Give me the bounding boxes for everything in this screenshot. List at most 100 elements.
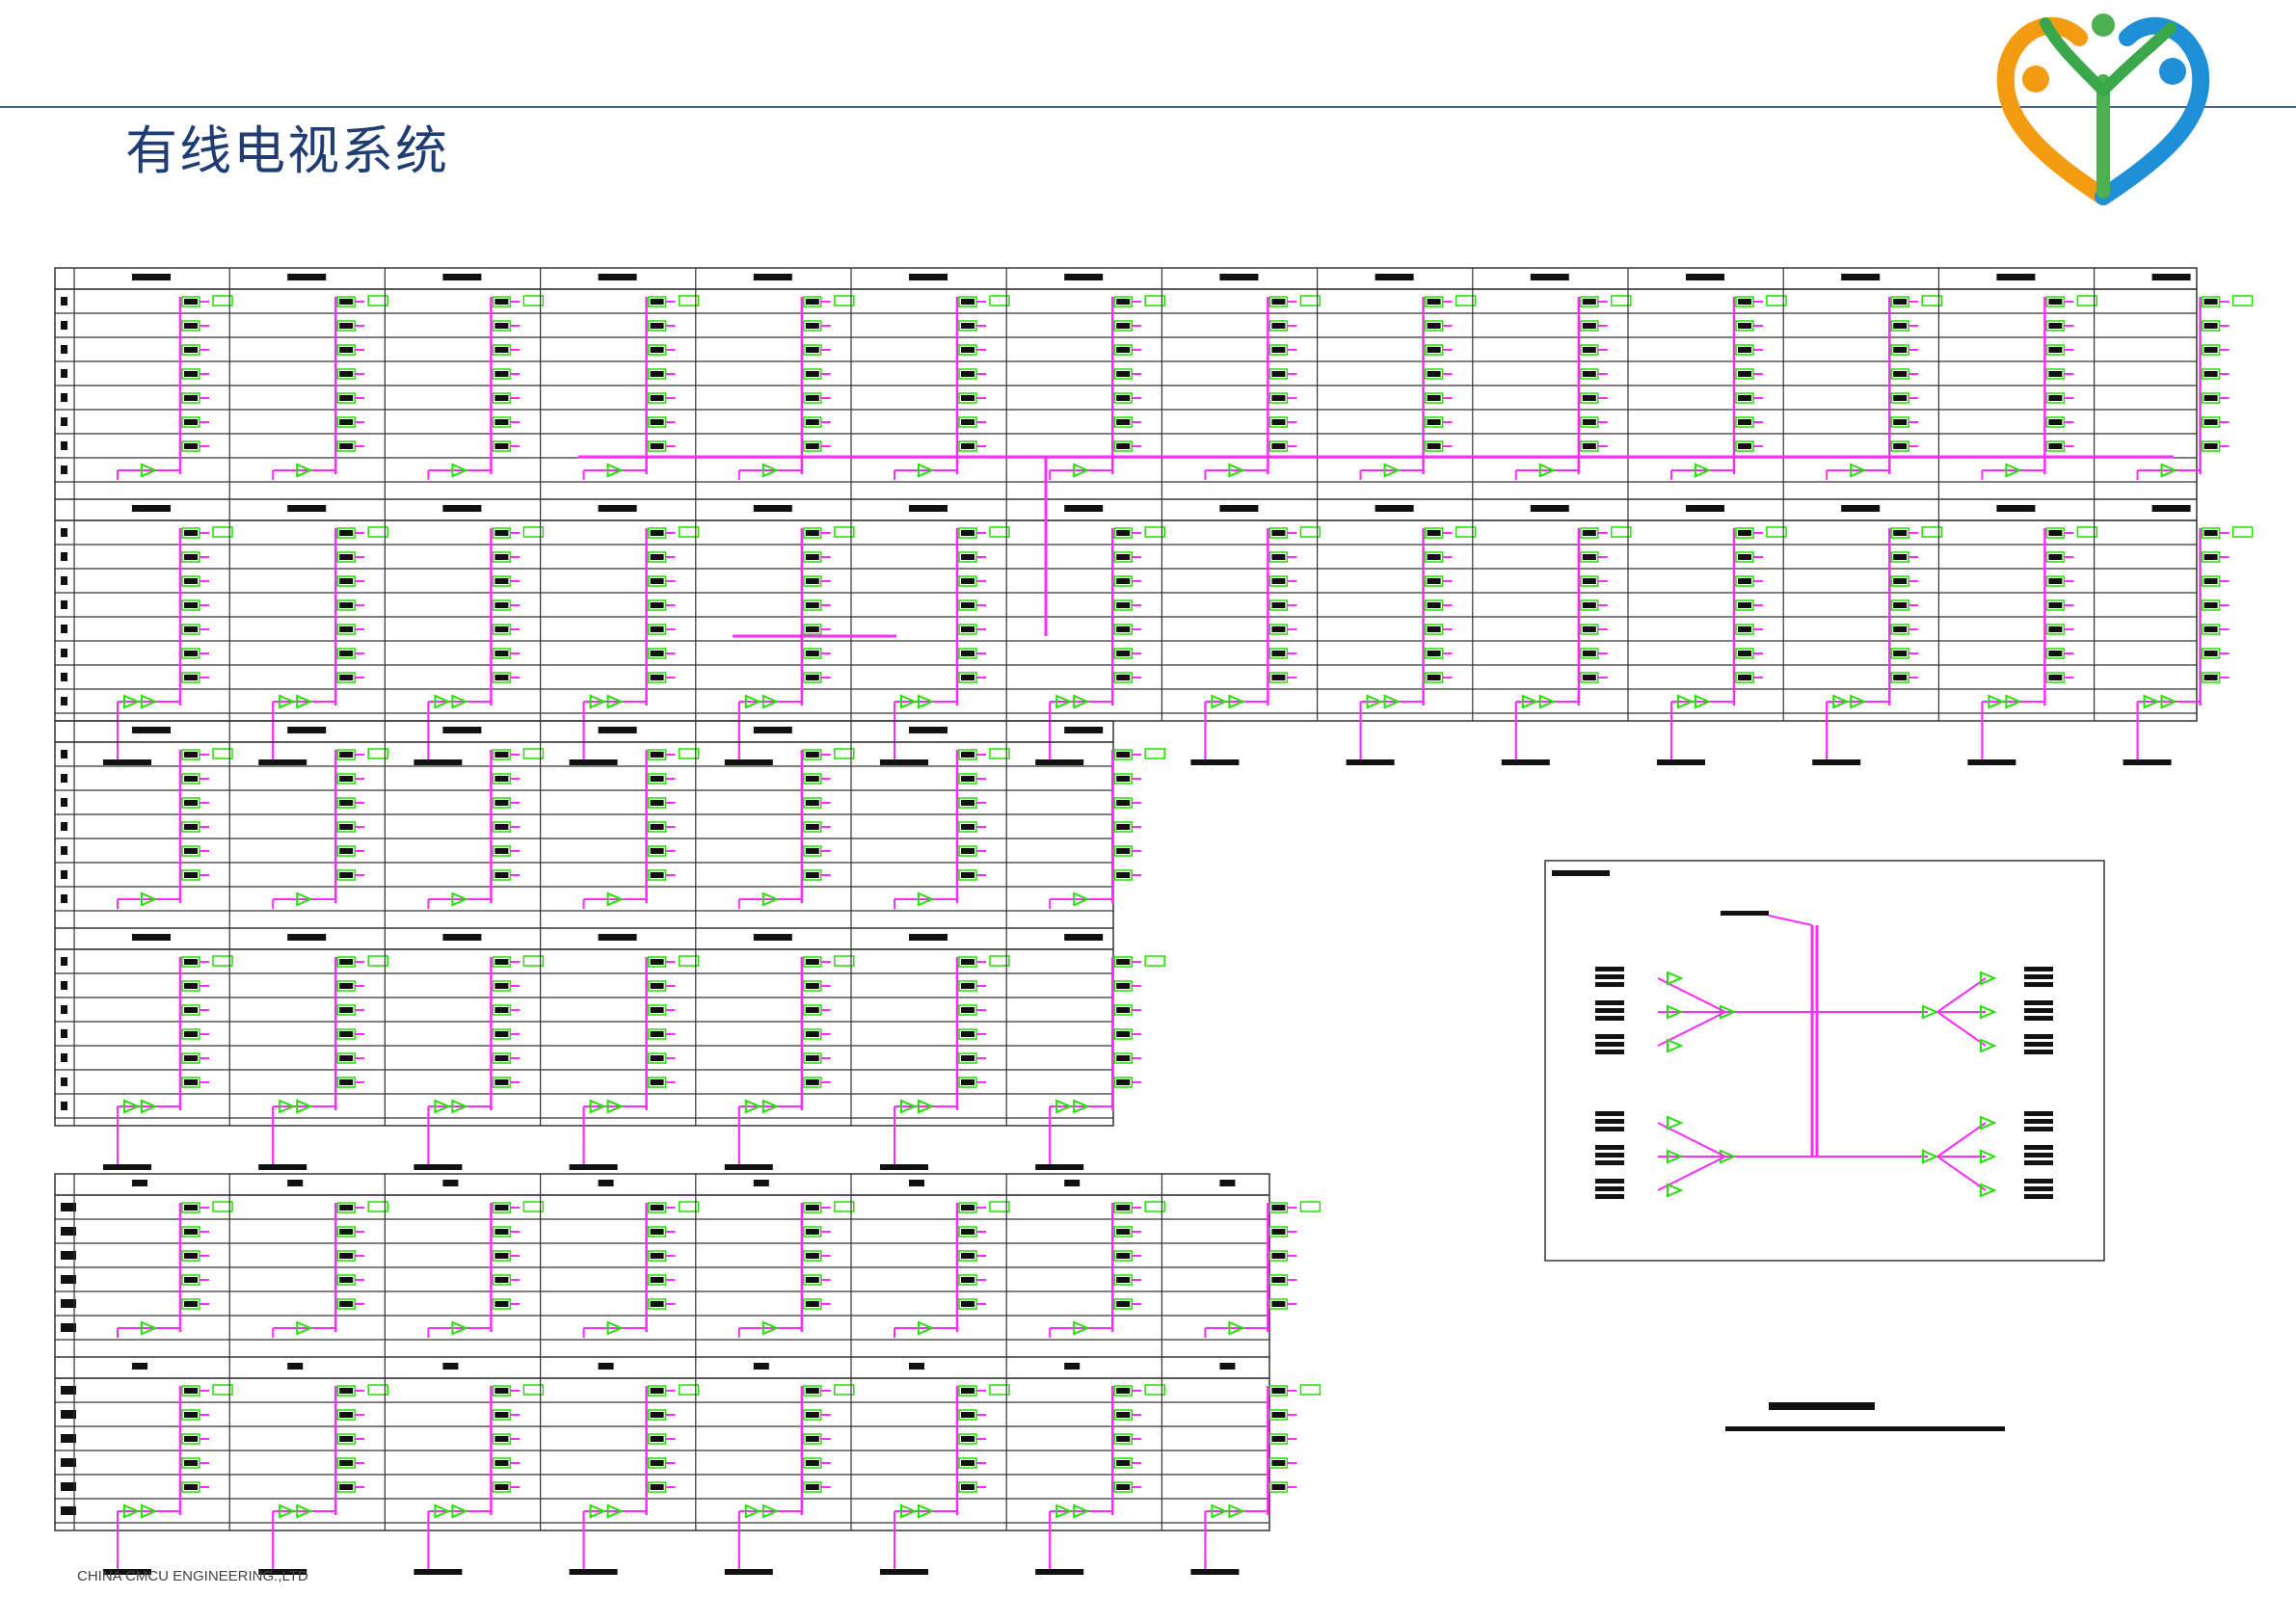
unit-label bbox=[1064, 727, 1104, 733]
floor-label bbox=[61, 649, 67, 657]
tap-body bbox=[1582, 602, 1596, 608]
tap-body bbox=[650, 347, 664, 353]
amplifier-symbol bbox=[434, 1503, 451, 1519]
terminator-symbol bbox=[1921, 526, 1942, 538]
floor-label bbox=[61, 798, 67, 807]
tap-body bbox=[2048, 395, 2063, 401]
tap-body bbox=[494, 651, 509, 656]
panel-outlet bbox=[2024, 1179, 2053, 1184]
amplifier-symbol bbox=[589, 694, 607, 709]
tap-body bbox=[1582, 554, 1596, 560]
amplifier-symbol bbox=[279, 1503, 296, 1519]
tap-body bbox=[1893, 651, 1908, 656]
tap-body bbox=[805, 443, 819, 449]
tap-body bbox=[2203, 578, 2218, 584]
tap-body bbox=[650, 651, 664, 656]
tap-body bbox=[339, 419, 354, 425]
tap-body bbox=[961, 800, 974, 806]
unit-label bbox=[1064, 505, 1104, 512]
tap-body bbox=[1271, 299, 1286, 305]
tap-body bbox=[339, 554, 354, 560]
amplifier-symbol bbox=[1922, 1149, 1939, 1164]
tap-body bbox=[1116, 323, 1131, 329]
tap-body bbox=[1738, 419, 1751, 425]
tap-body bbox=[1427, 554, 1441, 560]
tap-body bbox=[1738, 578, 1751, 584]
cable-entry bbox=[1190, 1569, 1240, 1575]
amplifier-symbol bbox=[451, 1099, 468, 1114]
tap-body bbox=[961, 347, 974, 353]
unit-label bbox=[132, 274, 171, 280]
tap-body bbox=[184, 651, 198, 656]
tap-body bbox=[1893, 554, 1908, 560]
amplifier-symbol bbox=[141, 463, 158, 478]
tap-body bbox=[494, 443, 509, 449]
tap-body bbox=[494, 578, 509, 584]
tap-body bbox=[650, 1436, 664, 1442]
terminator-symbol bbox=[1611, 526, 1632, 538]
unit-label bbox=[1064, 1363, 1081, 1370]
tap-body bbox=[650, 1277, 664, 1283]
terminator-symbol bbox=[1921, 295, 1942, 306]
tap-body bbox=[1271, 347, 1286, 353]
amplifier-symbol bbox=[1055, 1503, 1073, 1519]
floor-label bbox=[61, 846, 67, 855]
tap-body bbox=[805, 602, 819, 608]
tap-body bbox=[184, 1205, 198, 1211]
tap-body bbox=[650, 1079, 664, 1085]
tap-body bbox=[1116, 443, 1131, 449]
floor-label bbox=[61, 1078, 67, 1086]
panel-outlet bbox=[2024, 982, 2053, 987]
tap-body bbox=[2048, 675, 2063, 680]
tap-body bbox=[961, 872, 974, 878]
amplifier-symbol bbox=[296, 1503, 313, 1519]
terminator-symbol bbox=[2231, 295, 2254, 306]
tap-body bbox=[1427, 395, 1441, 401]
amplifier-symbol bbox=[900, 1099, 918, 1114]
tap-body bbox=[494, 395, 509, 401]
tap-body bbox=[961, 776, 974, 782]
tap-body bbox=[650, 848, 664, 854]
note-text bbox=[1725, 1426, 2005, 1431]
terminator-symbol bbox=[1455, 295, 1477, 306]
unit-label bbox=[442, 1180, 459, 1186]
tap-body bbox=[961, 443, 974, 449]
unit-label bbox=[132, 727, 171, 733]
tap-body bbox=[650, 1253, 664, 1259]
terminator-symbol bbox=[678, 1201, 700, 1212]
panel-branch bbox=[1936, 977, 1987, 1013]
headend-label bbox=[1721, 911, 1769, 916]
tap-body bbox=[805, 1055, 819, 1061]
cable-entry bbox=[414, 1569, 463, 1575]
block-3 bbox=[54, 1173, 1322, 1575]
block-frame bbox=[54, 1173, 1270, 1531]
terminator-symbol bbox=[989, 1384, 1010, 1396]
tap-body bbox=[1116, 1484, 1131, 1490]
cable-entry bbox=[258, 759, 307, 765]
tap-body bbox=[1116, 752, 1131, 758]
tap-body bbox=[1116, 1055, 1131, 1061]
cable-entry bbox=[414, 1164, 463, 1170]
tap-body bbox=[2048, 323, 2063, 329]
tap-body bbox=[961, 419, 974, 425]
terminator-symbol bbox=[2076, 526, 2098, 538]
panel-outlet bbox=[1595, 1000, 1624, 1005]
tap-body bbox=[1582, 651, 1596, 656]
terminator-symbol bbox=[522, 295, 545, 306]
amplifier-symbol bbox=[918, 1503, 935, 1519]
terminator-symbol bbox=[367, 295, 388, 306]
tap-body bbox=[1582, 675, 1596, 680]
unit-label bbox=[1064, 934, 1104, 941]
tap-body bbox=[1427, 347, 1441, 353]
tap-body bbox=[184, 1436, 198, 1442]
panel-outlet bbox=[2024, 1034, 2053, 1039]
tap-body bbox=[1427, 371, 1441, 377]
cable-entry bbox=[414, 759, 463, 765]
tap-body bbox=[1582, 347, 1596, 353]
tap-body bbox=[2048, 626, 2063, 632]
headend-cable bbox=[1768, 915, 1813, 926]
amplifier-symbol bbox=[606, 1320, 625, 1336]
panel-outlet bbox=[1595, 1186, 1624, 1191]
tap-body bbox=[339, 1436, 354, 1442]
floor-label bbox=[61, 393, 67, 402]
